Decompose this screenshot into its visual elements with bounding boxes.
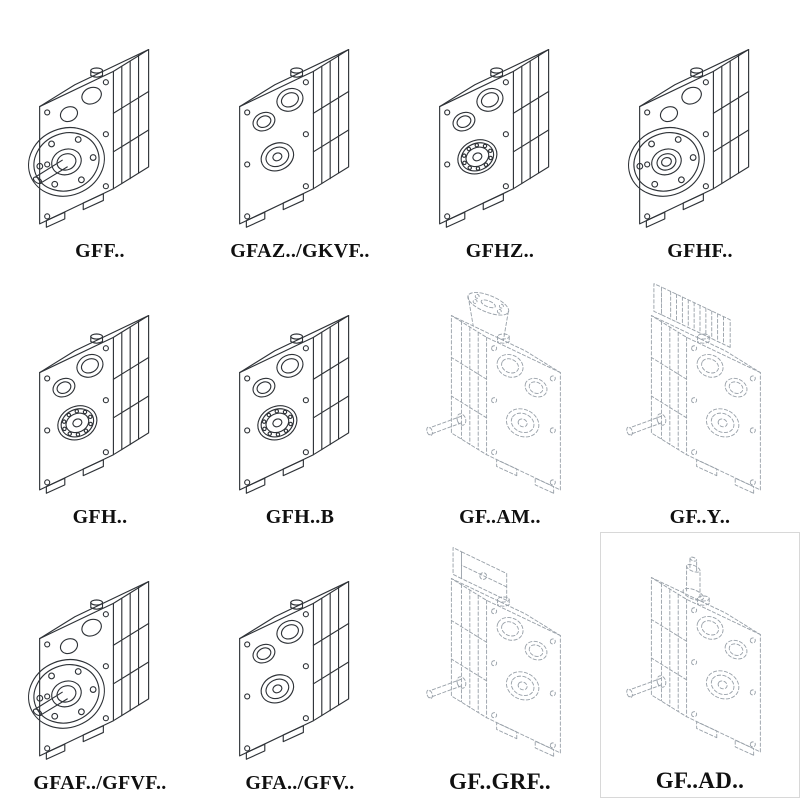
catalog-cell-gf-am: GF..AM.. bbox=[400, 266, 600, 532]
label-gf-ad: GF..AD.. bbox=[655, 768, 745, 793]
label-gfa-gfv: GFA../GFV.. bbox=[245, 772, 355, 794]
label-gff: GFF.. bbox=[75, 240, 125, 262]
label-gf-am: GF..AM.. bbox=[459, 506, 541, 528]
gearbox-drawing-gfaz-gkvf bbox=[209, 11, 391, 239]
gearbox-drawing-gf-am bbox=[409, 277, 591, 505]
gearbox-drawing-gfh-b bbox=[209, 277, 391, 505]
gearbox-drawing-gfhz bbox=[409, 11, 591, 239]
label-gf-grf: GF..GRF.. bbox=[449, 769, 551, 794]
gearbox-drawing-gf-y bbox=[609, 277, 791, 505]
label-gf-y: GF..Y.. bbox=[669, 506, 731, 528]
gearbox-drawing-gfa-gfv bbox=[209, 543, 391, 771]
catalog-cell-gff: GFF.. bbox=[0, 0, 200, 266]
catalog-cell-gfaf-gfvf: GFAF../GFVF.. bbox=[0, 532, 200, 798]
catalog-cell-gf-ad: GF..AD.. bbox=[600, 532, 800, 798]
gearbox-drawing-gf-ad bbox=[609, 539, 791, 767]
label-gfhz: GFHZ.. bbox=[465, 240, 535, 262]
catalog-cell-gfh-b: GFH..B bbox=[200, 266, 400, 532]
label-gfaz-gkvf: GFAZ../GKVF.. bbox=[230, 240, 370, 262]
catalog-cell-gfhf: GFHF.. bbox=[600, 0, 800, 266]
label-gfhf: GFHF.. bbox=[667, 240, 733, 262]
gearbox-drawing-gfh bbox=[9, 277, 191, 505]
catalog-cell-gfh: GFH.. bbox=[0, 266, 200, 532]
catalog-cell-gf-y: GF..Y.. bbox=[600, 266, 800, 532]
catalog-cell-gf-grf: GF..GRF.. bbox=[400, 532, 600, 798]
label-gfh: GFH.. bbox=[72, 506, 128, 528]
gearbox-drawing-gfhf bbox=[609, 11, 791, 239]
catalog-cell-gfaz-gkvf: GFAZ../GKVF.. bbox=[200, 0, 400, 266]
catalog-cell-gfa-gfv: GFA../GFV.. bbox=[200, 532, 400, 798]
catalog-cell-gfhz: GFHZ.. bbox=[400, 0, 600, 266]
label-gfh-b: GFH..B bbox=[265, 506, 335, 528]
gearbox-drawing-gff bbox=[9, 11, 191, 239]
label-gfaf-gfvf: GFAF../GFVF.. bbox=[33, 772, 167, 794]
gearbox-drawing-gf-grf bbox=[409, 540, 591, 768]
gearbox-drawing-gfaf-gfvf bbox=[9, 543, 191, 771]
